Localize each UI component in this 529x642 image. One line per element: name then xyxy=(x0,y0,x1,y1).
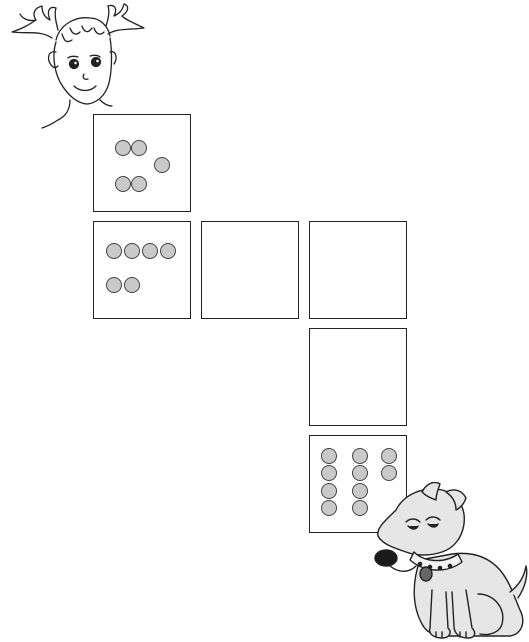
dot xyxy=(381,465,397,481)
dot xyxy=(124,243,140,259)
dot xyxy=(131,140,147,156)
dot xyxy=(154,157,170,173)
dot xyxy=(160,243,176,259)
dog-icon xyxy=(360,482,529,642)
path-box-5 xyxy=(309,328,407,426)
dot xyxy=(321,448,337,464)
dot xyxy=(131,176,147,192)
path-box-1 xyxy=(93,114,191,212)
dot xyxy=(106,243,122,259)
path-box-4 xyxy=(309,221,407,319)
dot xyxy=(321,500,337,516)
dot xyxy=(352,448,368,464)
path-box-3 xyxy=(201,221,299,319)
path-box-2 xyxy=(93,221,191,319)
dot xyxy=(142,243,158,259)
dot xyxy=(352,465,368,481)
dot xyxy=(115,140,131,156)
dot xyxy=(124,277,140,293)
dot xyxy=(321,465,337,481)
dot xyxy=(106,277,122,293)
dot xyxy=(321,483,337,499)
dot xyxy=(381,448,397,464)
dot xyxy=(115,176,131,192)
